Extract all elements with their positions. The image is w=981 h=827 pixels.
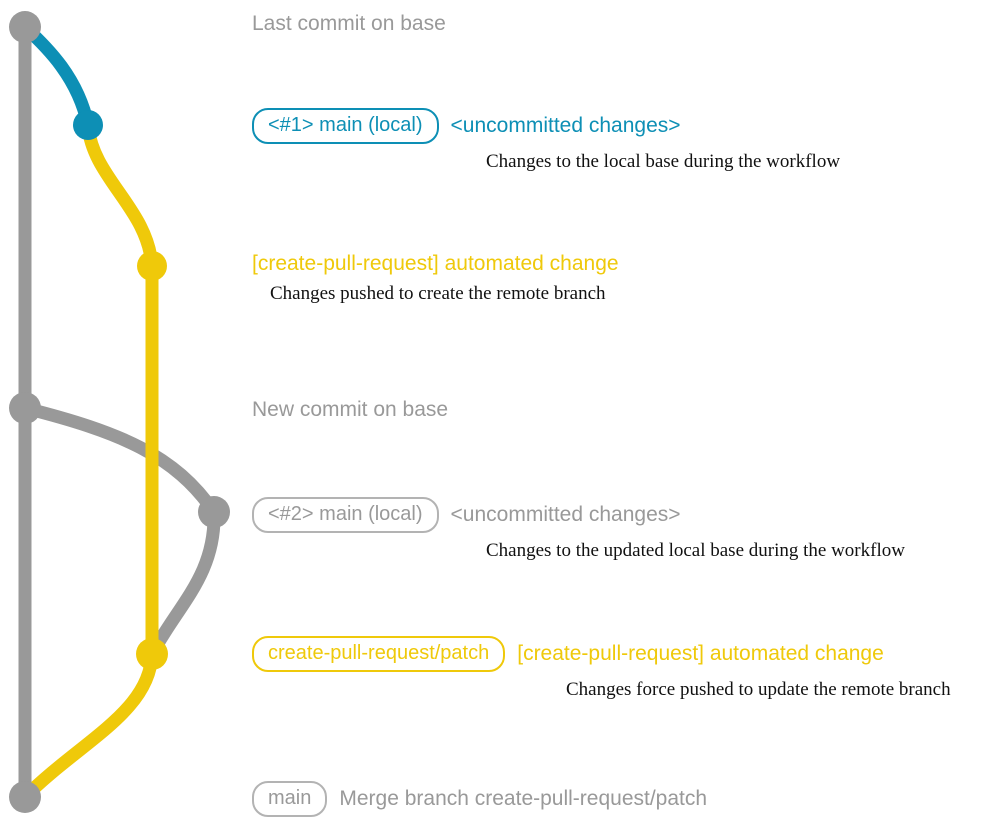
ref-label-create-pull-request-patch[interactable]: create-pull-request/patch — [252, 636, 506, 672]
commit-row-head: Last commit on base — [252, 12, 981, 36]
commit-row-new-commit-on-base: New commit on base — [252, 398, 981, 422]
commit-row-head: <#2> main (local) <uncommitted changes> — [252, 497, 981, 533]
commit-description: Changes pushed to create the remote bran… — [270, 283, 606, 305]
commit-row-last-commit-on-base: Last commit on base — [252, 12, 981, 36]
commit-node-patch-1 — [137, 251, 167, 281]
commit-subject: <uncommitted changes> — [450, 502, 681, 526]
edge-local2-to-patch2 — [145, 505, 221, 661]
commit-description: Changes to the local base during the wor… — [486, 151, 841, 172]
edge-patch2-to-merge — [18, 647, 159, 804]
edge-local1-to-patch1 — [81, 118, 159, 273]
commit-row-local-2: <#2> main (local) <uncommitted changes> … — [252, 497, 981, 563]
commit-subject: New commit on base — [252, 398, 449, 421]
commit-description: Changes to the updated local base during… — [486, 540, 905, 561]
ref-label-main-local-1[interactable]: <#1> main (local) — [252, 108, 439, 144]
commit-subject: Merge branch create-pull-request/patch — [339, 786, 708, 810]
edge-base-to-local2 — [18, 401, 221, 519]
commit-row-head: [create-pull-request] automated change — [252, 252, 981, 276]
edge-base-to-local1 — [18, 20, 95, 132]
commit-subject: Last commit on base — [252, 12, 446, 35]
commit-row-automated-change-1: [create-pull-request] automated change C… — [252, 252, 981, 306]
ref-label-main-local-2[interactable]: <#2> main (local) — [252, 497, 439, 533]
commit-row-head: <#1> main (local) <uncommitted changes> — [252, 108, 981, 144]
commit-row-head: create-pull-request/patch [create-pull-r… — [252, 636, 981, 672]
commit-row-automated-change-2: create-pull-request/patch [create-pull-r… — [252, 636, 981, 702]
git-commit-graph — [9, 11, 230, 813]
commit-node-patch-2 — [136, 638, 168, 670]
commit-subject: [create-pull-request] automated change — [517, 641, 884, 665]
commit-node-local-2 — [198, 496, 230, 528]
commit-row-merge: main Merge branch create-pull-request/pa… — [252, 781, 981, 817]
commit-node-base-top — [9, 11, 41, 43]
commit-description: Changes force pushed to update the remot… — [566, 679, 951, 700]
commit-node-local-1 — [73, 110, 103, 140]
commit-row-local-1: <#1> main (local) <uncommitted changes> … — [252, 108, 981, 174]
commit-row-head: New commit on base — [252, 398, 981, 422]
commit-node-base-new — [9, 392, 41, 424]
commit-node-merge — [9, 781, 41, 813]
commit-row-head: main Merge branch create-pull-request/pa… — [252, 781, 981, 817]
commit-subject: [create-pull-request] automated change — [252, 252, 619, 275]
commit-subject: <uncommitted changes> — [450, 113, 681, 137]
ref-label-main[interactable]: main — [252, 781, 328, 817]
